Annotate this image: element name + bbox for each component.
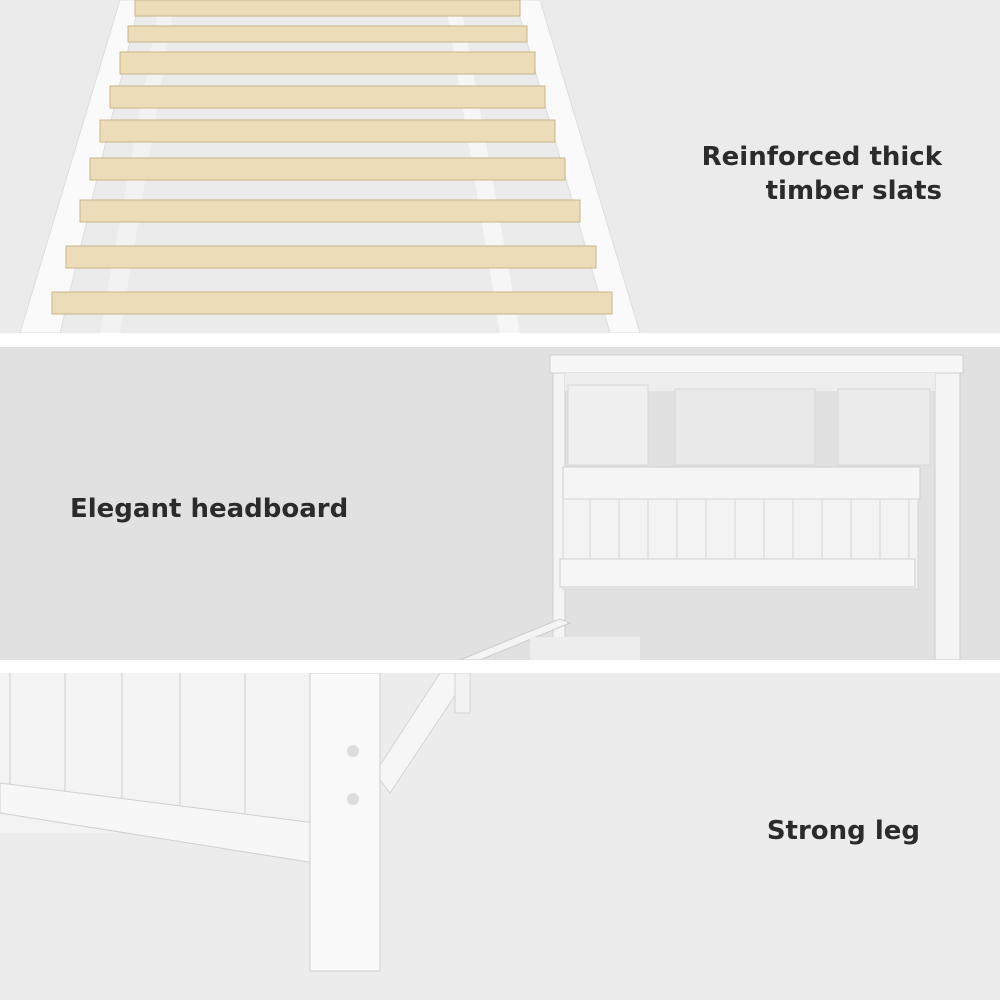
- caption-line: timber slats: [765, 176, 942, 206]
- slat: [127, 25, 528, 43]
- headboard-panel: Elegant headboard: [0, 347, 1000, 660]
- leg-photo: [0, 673, 471, 972]
- slat: [99, 119, 556, 143]
- slat: [65, 245, 597, 269]
- slats-panel: Reinforced thick timber slats: [0, 0, 1000, 333]
- slat: [134, 0, 521, 17]
- caption-leg: Strong leg: [766, 816, 920, 846]
- caption-line: Reinforced thick: [701, 142, 942, 172]
- caption-headboard: Elegant headboard: [70, 494, 349, 524]
- headboard-photo: [459, 354, 964, 660]
- slat: [109, 85, 546, 109]
- slat: [119, 51, 536, 75]
- leg-panel: Strong leg: [0, 673, 1000, 1000]
- slat: [89, 157, 566, 181]
- slat: [51, 291, 613, 315]
- caption-slats: Reinforced thick timber slats: [642, 140, 942, 208]
- slat: [79, 199, 581, 223]
- slats-photo: [19, 0, 641, 333]
